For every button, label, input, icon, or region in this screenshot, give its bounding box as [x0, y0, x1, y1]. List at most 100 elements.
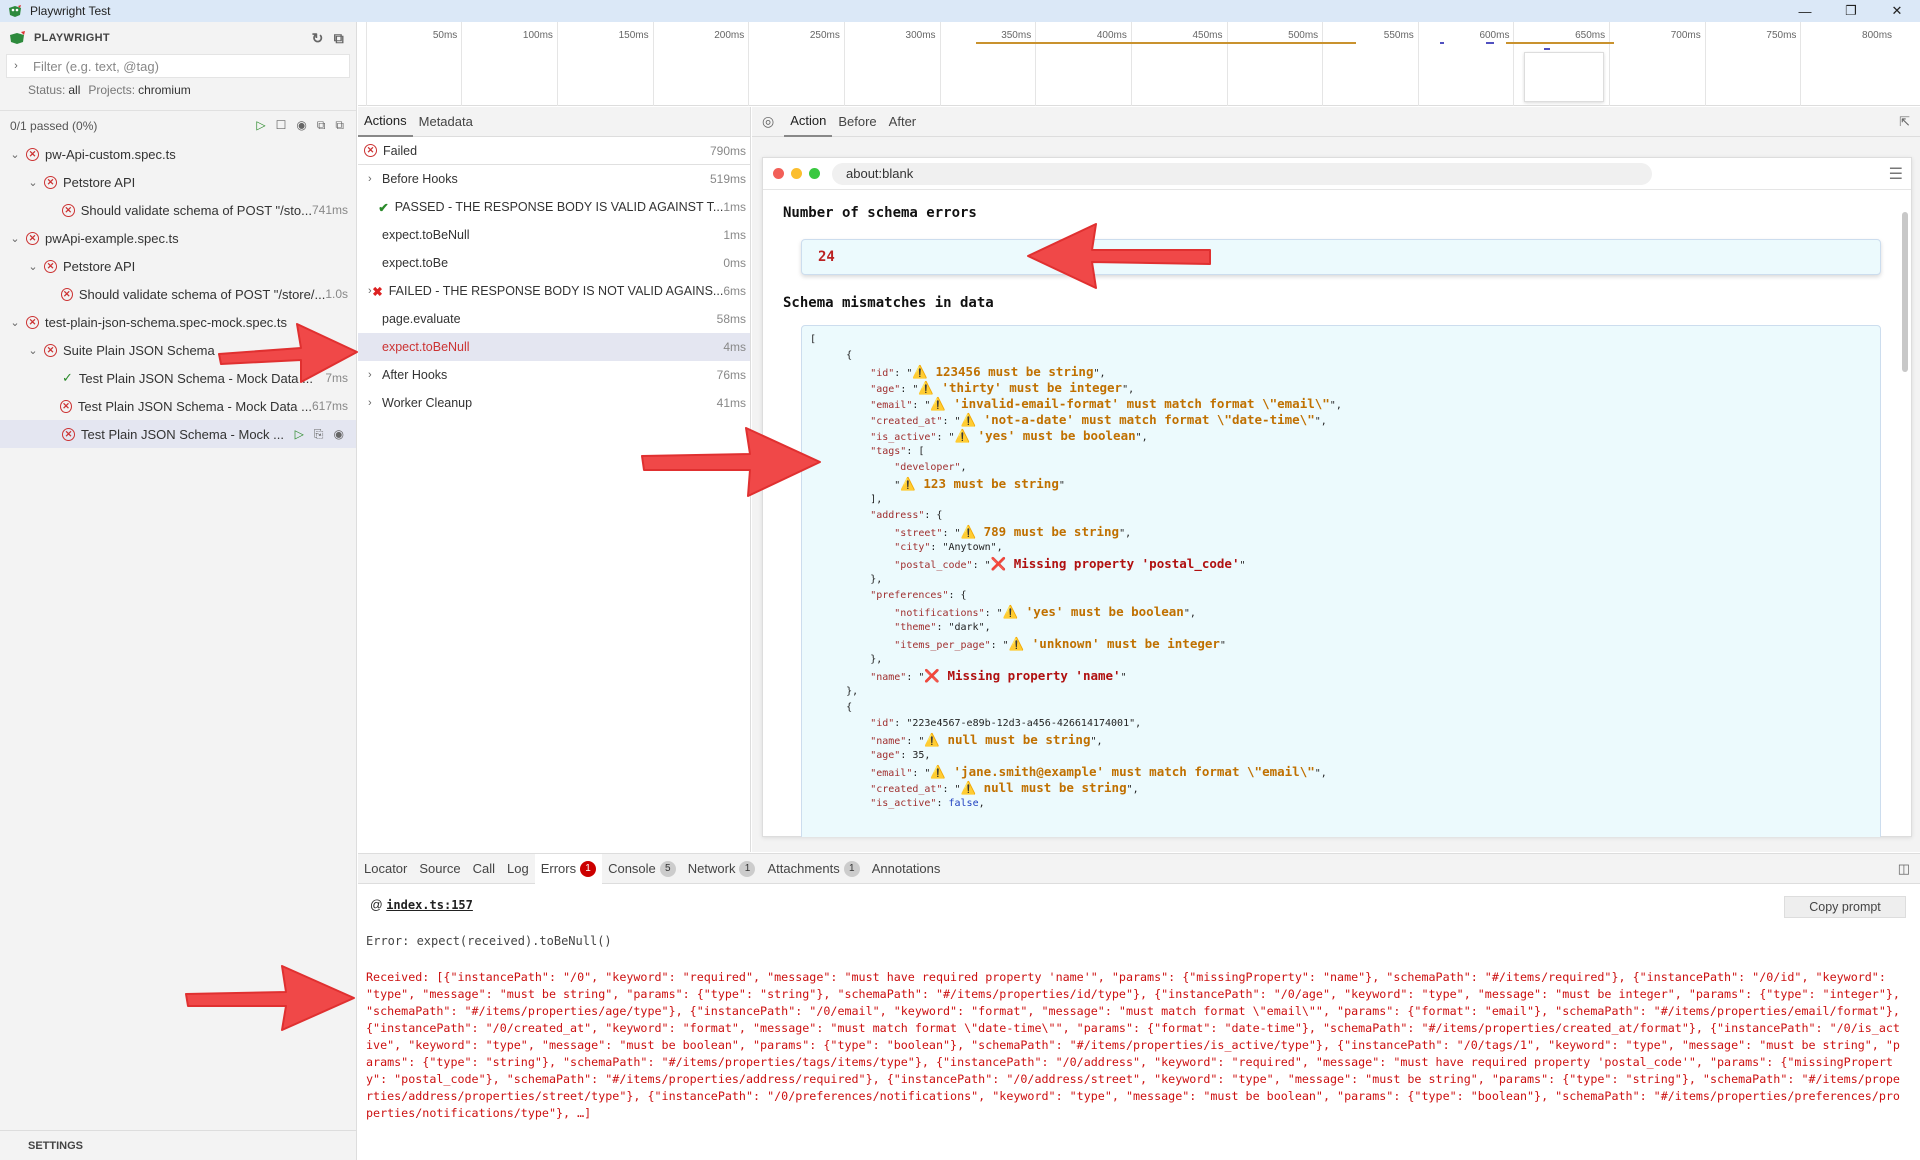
close-window-button[interactable]: ✕: [1891, 3, 1903, 18]
tab-before[interactable]: Before: [838, 114, 877, 129]
copy-prompt-button[interactable]: Copy prompt: [1784, 896, 1906, 918]
failed-icon: ✕: [364, 144, 377, 157]
run-all-icon[interactable]: ▷: [256, 118, 266, 132]
toggle-layout-icon[interactable]: ◫: [1897, 860, 1910, 876]
tree-item-label: Petstore API: [63, 174, 136, 190]
tab-log[interactable]: Log: [501, 854, 535, 884]
expand-all-icon[interactable]: ⧉: [335, 118, 344, 132]
open-source-icon[interactable]: ⎘: [313, 426, 324, 441]
tab-label: Annotations: [871, 861, 941, 876]
stop-icon[interactable]: ☐: [275, 118, 287, 132]
error-received: Received: [{"instancePath": "/0", "keywo…: [366, 970, 1907, 1120]
annotation-arrow: [1027, 223, 1211, 289]
timeline-tick-label: 550ms: [1383, 30, 1414, 41]
tree-item[interactable]: ⌄✕test-plain-json-schema.spec-mock.spec.…: [0, 308, 356, 336]
tab-metadata[interactable]: Metadata: [418, 114, 473, 129]
snapshot-scrollbar[interactable]: [1901, 192, 1909, 832]
sidebar-header: PLAYWRIGHT ↻ ⧉: [0, 22, 356, 54]
fail-circle-icon: ✕: [62, 427, 75, 441]
chevron-right-icon[interactable]: ›: [368, 397, 372, 409]
tab-source[interactable]: Source: [413, 854, 466, 884]
collapse-all-icon[interactable]: ⧉: [316, 118, 326, 132]
chevron-down-icon[interactable]: ⌄: [28, 260, 38, 273]
snapshot-tabbar: ◎ Action Before After ⇱: [752, 107, 1920, 137]
open-external-icon[interactable]: ⇱: [1899, 113, 1910, 129]
tree-item[interactable]: ✕Test Plain JSON Schema - Mock Data ...6…: [0, 392, 356, 420]
projects-value[interactable]: chromium: [138, 83, 191, 97]
timeline-tick-label: 600ms: [1479, 30, 1510, 41]
tree-item[interactable]: ✕ Test Plain JSON Schema - Mock ... ▷ ⎘ ◉: [0, 420, 356, 448]
maximize-button[interactable]: ❐: [1845, 3, 1857, 18]
chevron-right-icon[interactable]: ›: [368, 173, 372, 185]
reload-icon[interactable]: ↻: [311, 29, 324, 46]
tree-item-label: Test Plain JSON Schema - Mock ...: [81, 426, 285, 442]
action-item[interactable]: ✔PASSED - THE RESPONSE BODY IS VALID AGA…: [358, 193, 750, 221]
tab-label: Call: [472, 861, 495, 876]
timeline-tick: 800ms: [1800, 22, 1896, 106]
status-value[interactable]: all: [68, 83, 81, 97]
tab-after[interactable]: After: [888, 114, 917, 129]
fail-circle-icon: ✕: [26, 231, 39, 245]
watch-icon[interactable]: ◉: [333, 426, 344, 441]
action-time: 58ms: [716, 312, 746, 326]
maximize-dot-icon: [809, 168, 820, 179]
fail-circle-icon: ✕: [44, 175, 57, 189]
chevron-right-icon[interactable]: ›: [14, 60, 18, 72]
tree-item[interactable]: ⌄✕Petstore API: [0, 252, 356, 280]
status-label: Status:: [28, 83, 66, 97]
minimize-button[interactable]: —: [1798, 3, 1812, 19]
chevron-right-icon[interactable]: ›: [368, 369, 372, 381]
tree-item[interactable]: ✓Test Plain JSON Schema - Mock Data ...7…: [0, 364, 356, 392]
chevron-down-icon[interactable]: ⌄: [28, 176, 38, 189]
pick-locator-icon[interactable]: ◎: [762, 113, 775, 129]
menu-icon[interactable]: ☰: [1888, 165, 1903, 183]
run-icon[interactable]: ▷: [294, 426, 304, 441]
chevron-down-icon[interactable]: ⌄: [10, 148, 20, 161]
action-time: 519ms: [709, 172, 746, 186]
url-bar[interactable]: about:blank: [832, 162, 1652, 185]
timeline-thumbnail[interactable]: [1524, 52, 1604, 102]
watch-icon[interactable]: ◉: [296, 118, 307, 132]
settings-toggle[interactable]: SETTINGS: [0, 1130, 356, 1160]
terminal-icon[interactable]: ⧉: [333, 29, 344, 46]
tab-actions[interactable]: Actions: [358, 107, 413, 137]
tab-annotations[interactable]: Annotations: [866, 854, 947, 884]
source-link[interactable]: index.ts:157: [386, 898, 473, 912]
tree-item[interactable]: ⌄✕pw-Api-custom.spec.ts: [0, 140, 356, 168]
chevron-down-icon[interactable]: ⌄: [28, 344, 38, 357]
tree-item[interactable]: ⌄ ✕ Petstore API: [0, 168, 356, 196]
fail-circle-icon: ✕: [44, 259, 57, 273]
filter-field[interactable]: › Filter (e.g. text, @tag): [6, 54, 350, 78]
tab-locator[interactable]: Locator: [358, 854, 413, 884]
test-tree: ⌄✕pw-Api-custom.spec.ts⌄✕Petstore API✕Sh…: [0, 140, 356, 448]
tab-action[interactable]: Action: [784, 107, 833, 137]
annotation-arrow: [185, 965, 355, 1031]
tree-item[interactable]: ⌄✕Suite Plain JSON Schema: [0, 336, 356, 364]
action-item[interactable]: ›✖FAILED - THE RESPONSE BODY IS NOT VALI…: [358, 277, 750, 305]
tree-item[interactable]: ✕Should validate schema of POST "/sto...…: [0, 196, 356, 224]
chevron-down-icon[interactable]: ⌄: [10, 316, 20, 329]
chevron-down-icon[interactable]: ⌄: [10, 232, 20, 245]
filter-input[interactable]: Filter (e.g. text, @tag): [33, 58, 159, 74]
tree-item[interactable]: ⌄✕pwApi-example.spec.ts: [0, 224, 356, 252]
timeline-tick: 350ms: [939, 22, 1036, 106]
tree-item[interactable]: ✕Should validate schema of POST "/store/…: [0, 280, 356, 308]
action-label: PASSED - THE RESPONSE BODY IS VALID AGAI…: [394, 200, 724, 214]
tab-call[interactable]: Call: [467, 854, 501, 884]
chevron-right-icon[interactable]: ›: [368, 285, 372, 297]
timeline-tick: 300ms: [843, 22, 940, 106]
